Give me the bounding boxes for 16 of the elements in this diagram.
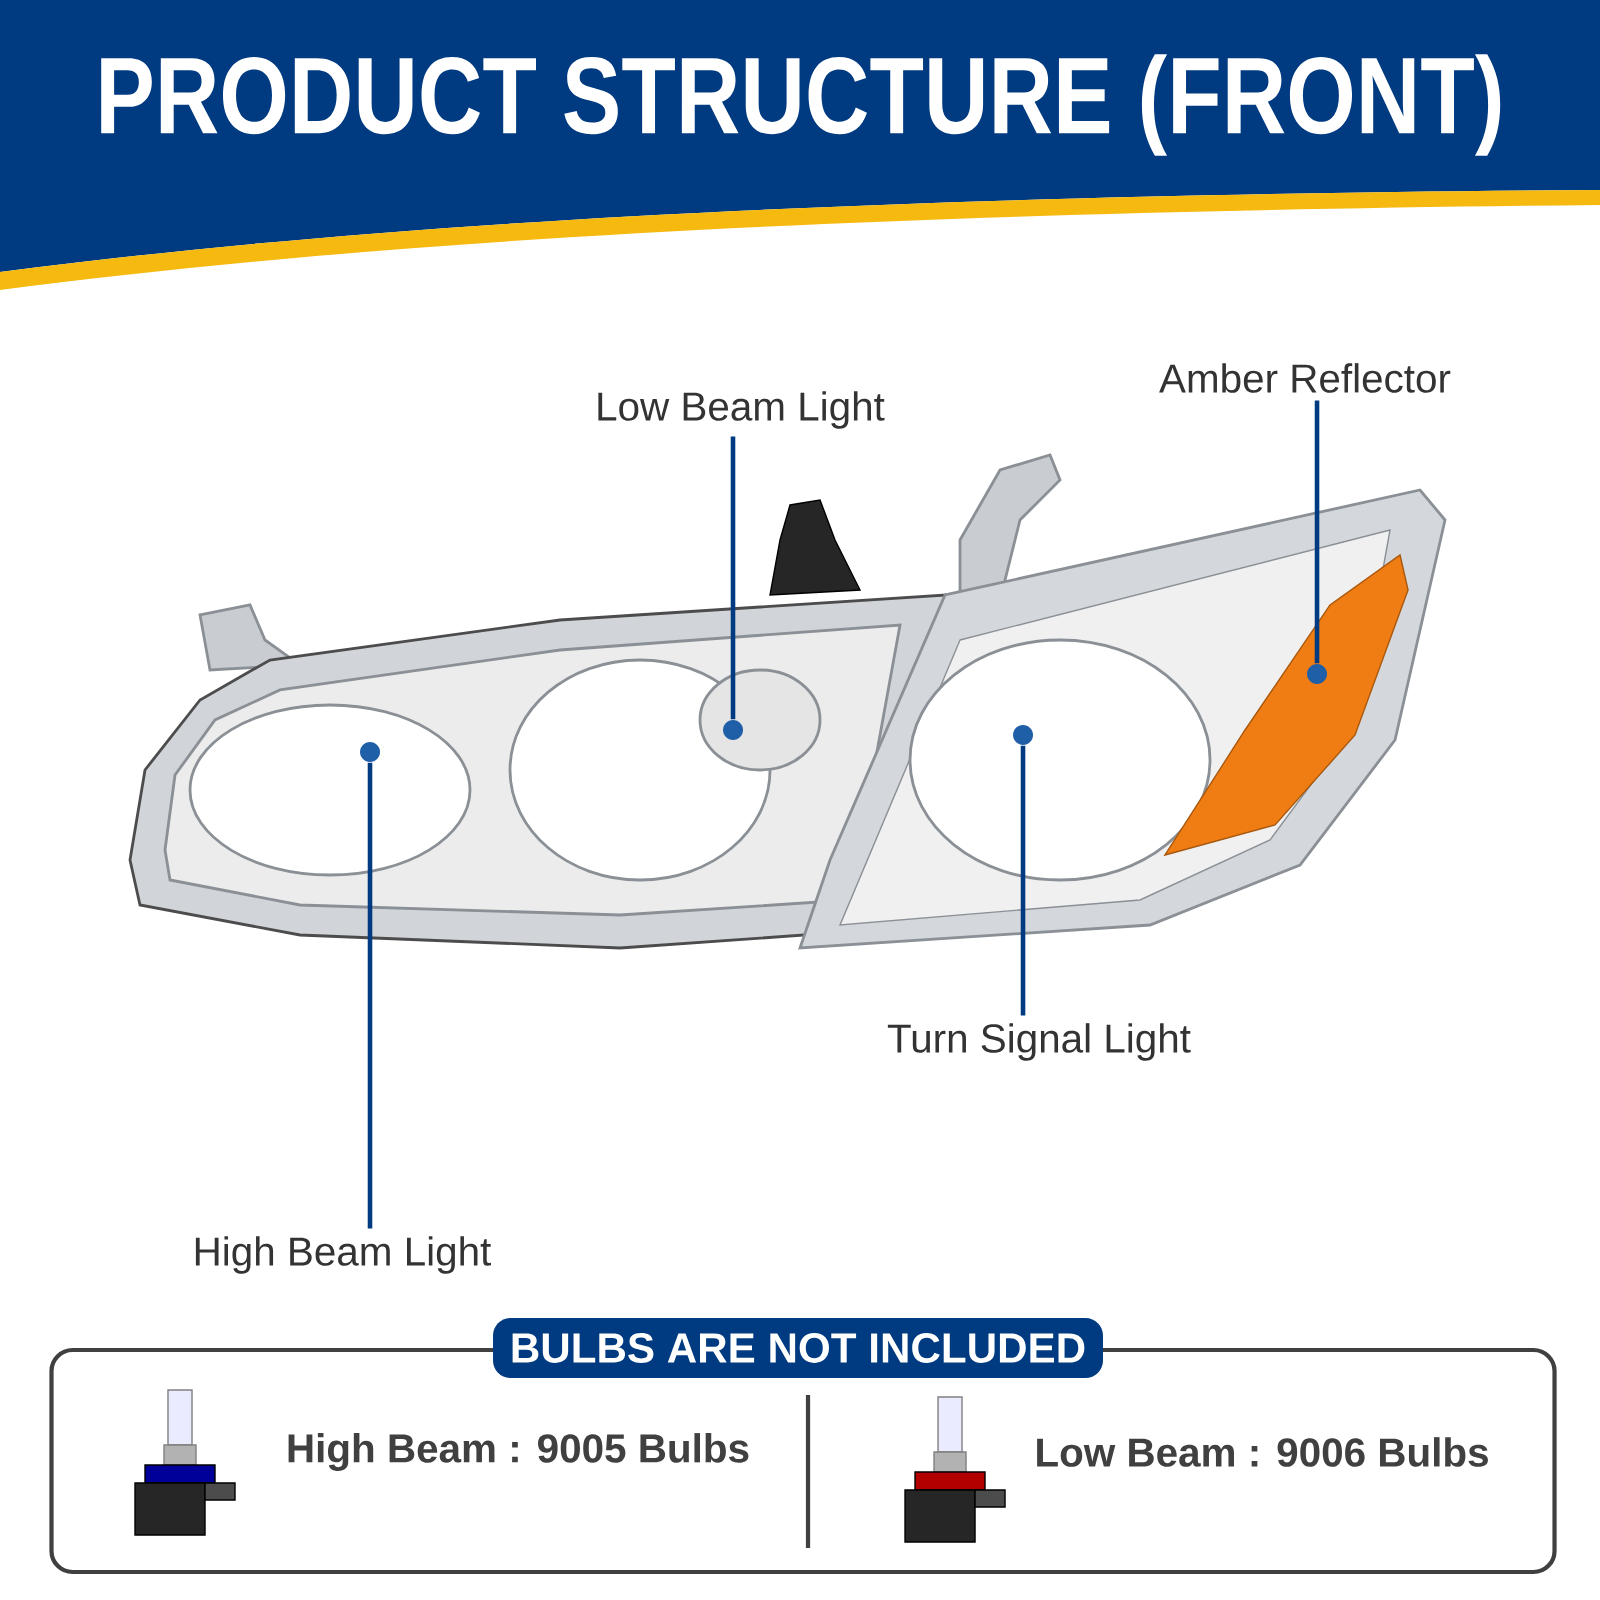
leader-line bbox=[730, 436, 736, 720]
title: PRODUCT STRUCTURE (FRONT) bbox=[101, 54, 1501, 156]
part-label: Turn Signal Light bbox=[887, 1023, 1191, 1061]
part-label: High Beam Light bbox=[195, 1236, 491, 1274]
heading-badge: BULBS ARE NOT INCLUDED bbox=[493, 1318, 1103, 1378]
part-label: Amber Reflector bbox=[1159, 363, 1451, 393]
marker-dot bbox=[1013, 725, 1034, 745]
marker-dot bbox=[360, 742, 380, 762]
leader-line bbox=[1314, 400, 1320, 664]
marker-dot bbox=[1307, 664, 1327, 684]
leader-line bbox=[1020, 745, 1026, 1016]
marker-dot bbox=[723, 720, 743, 740]
bulb-spec: High Beam : 9005 Bulbs bbox=[288, 1433, 749, 1471]
leader-line bbox=[367, 762, 373, 1229]
part-label: Low Beam Light bbox=[598, 391, 885, 429]
bulb-spec: Low Beam : 9006 Bulbs bbox=[1037, 1437, 1488, 1467]
